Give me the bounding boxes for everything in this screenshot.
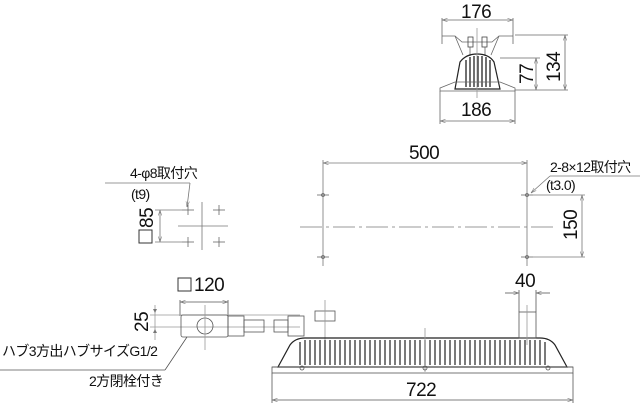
dim-hub-offset: 25 [132, 311, 153, 332]
dim-top-width: 176 [461, 2, 492, 23]
large-hole-thickness: (t3.0) [546, 177, 576, 193]
dim-hole-pitch: 150 [561, 209, 582, 240]
hub-plug-note: 2方閉栓付き [89, 373, 164, 389]
dim-body-height: 77 [517, 63, 538, 84]
hub-note: ハブ3方出ハブサイズG1/2 [2, 343, 158, 359]
small-hole-note: 4-φ8取付穴 [130, 165, 198, 181]
small-bracket-holes [105, 182, 228, 250]
dim-hole-span: 500 [409, 143, 440, 164]
large-bracket-holes [300, 160, 640, 266]
dim-total-height: 134 [544, 51, 565, 82]
hub-assembly [0, 277, 336, 371]
dim-small-pitch: 85 [137, 207, 158, 228]
dim-hub-size: 120 [194, 275, 225, 296]
large-hole-note: 2-8×12取付穴 [550, 159, 631, 175]
dim-port-width: 40 [515, 271, 536, 292]
fins [299, 340, 546, 365]
dim-bottom-width: 186 [461, 100, 492, 121]
end-view [439, 18, 568, 124]
side-view [271, 290, 574, 403]
small-hole-thickness: (t9) [131, 186, 150, 202]
dim-overall-length: 722 [406, 380, 437, 401]
